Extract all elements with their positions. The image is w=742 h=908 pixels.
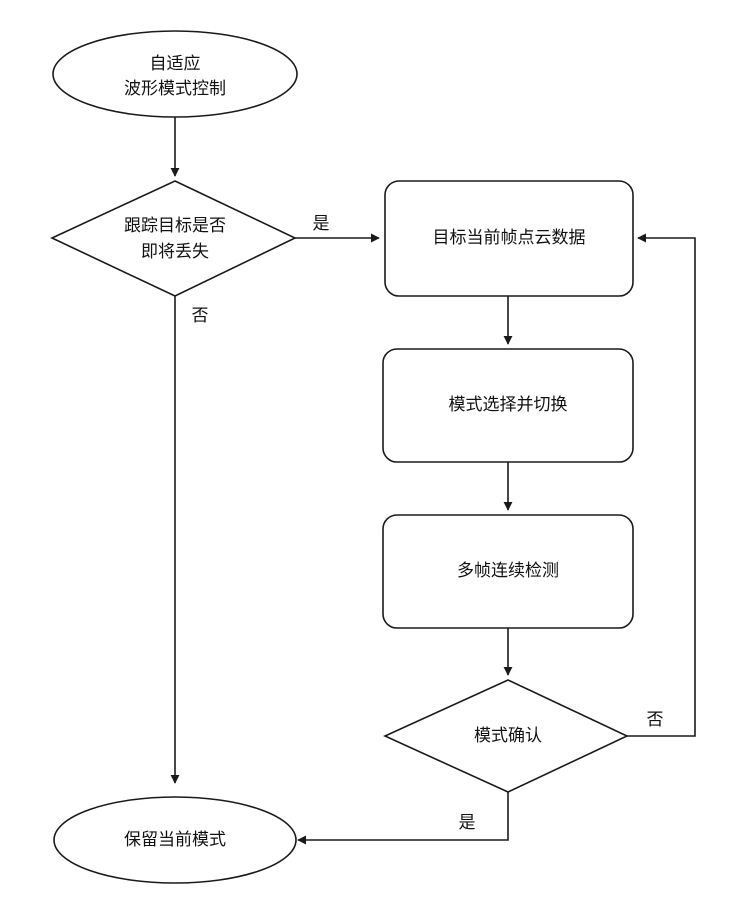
start-node — [53, 31, 297, 117]
edge-label-lost-no: 否 — [192, 306, 209, 326]
process-mode-switch-label: 模式选择并切换 — [449, 395, 568, 415]
edge-label-confirm-yes: 是 — [459, 813, 476, 833]
end-node-label: 保留当前模式 — [124, 830, 226, 850]
decision-mode-confirm-label: 模式确认 — [474, 726, 542, 746]
process-current-frame-label: 目标当前帧点云数据 — [433, 228, 586, 248]
start-node-label-line2: 波形模式控制 — [124, 79, 226, 99]
decision-target-lost-line1: 跟踪目标是否 — [124, 216, 226, 236]
connector-confirm-no-loop — [627, 238, 695, 736]
edge-label-lost-yes: 是 — [313, 214, 330, 234]
connector-confirm-yes — [298, 792, 508, 840]
start-node-label-line1: 自适应 — [150, 54, 201, 74]
decision-target-lost-line2: 即将丢失 — [141, 242, 209, 262]
edge-label-confirm-no: 否 — [647, 710, 664, 730]
process-multi-frame-label: 多帧连续检测 — [457, 561, 559, 581]
decision-target-lost — [52, 181, 295, 296]
